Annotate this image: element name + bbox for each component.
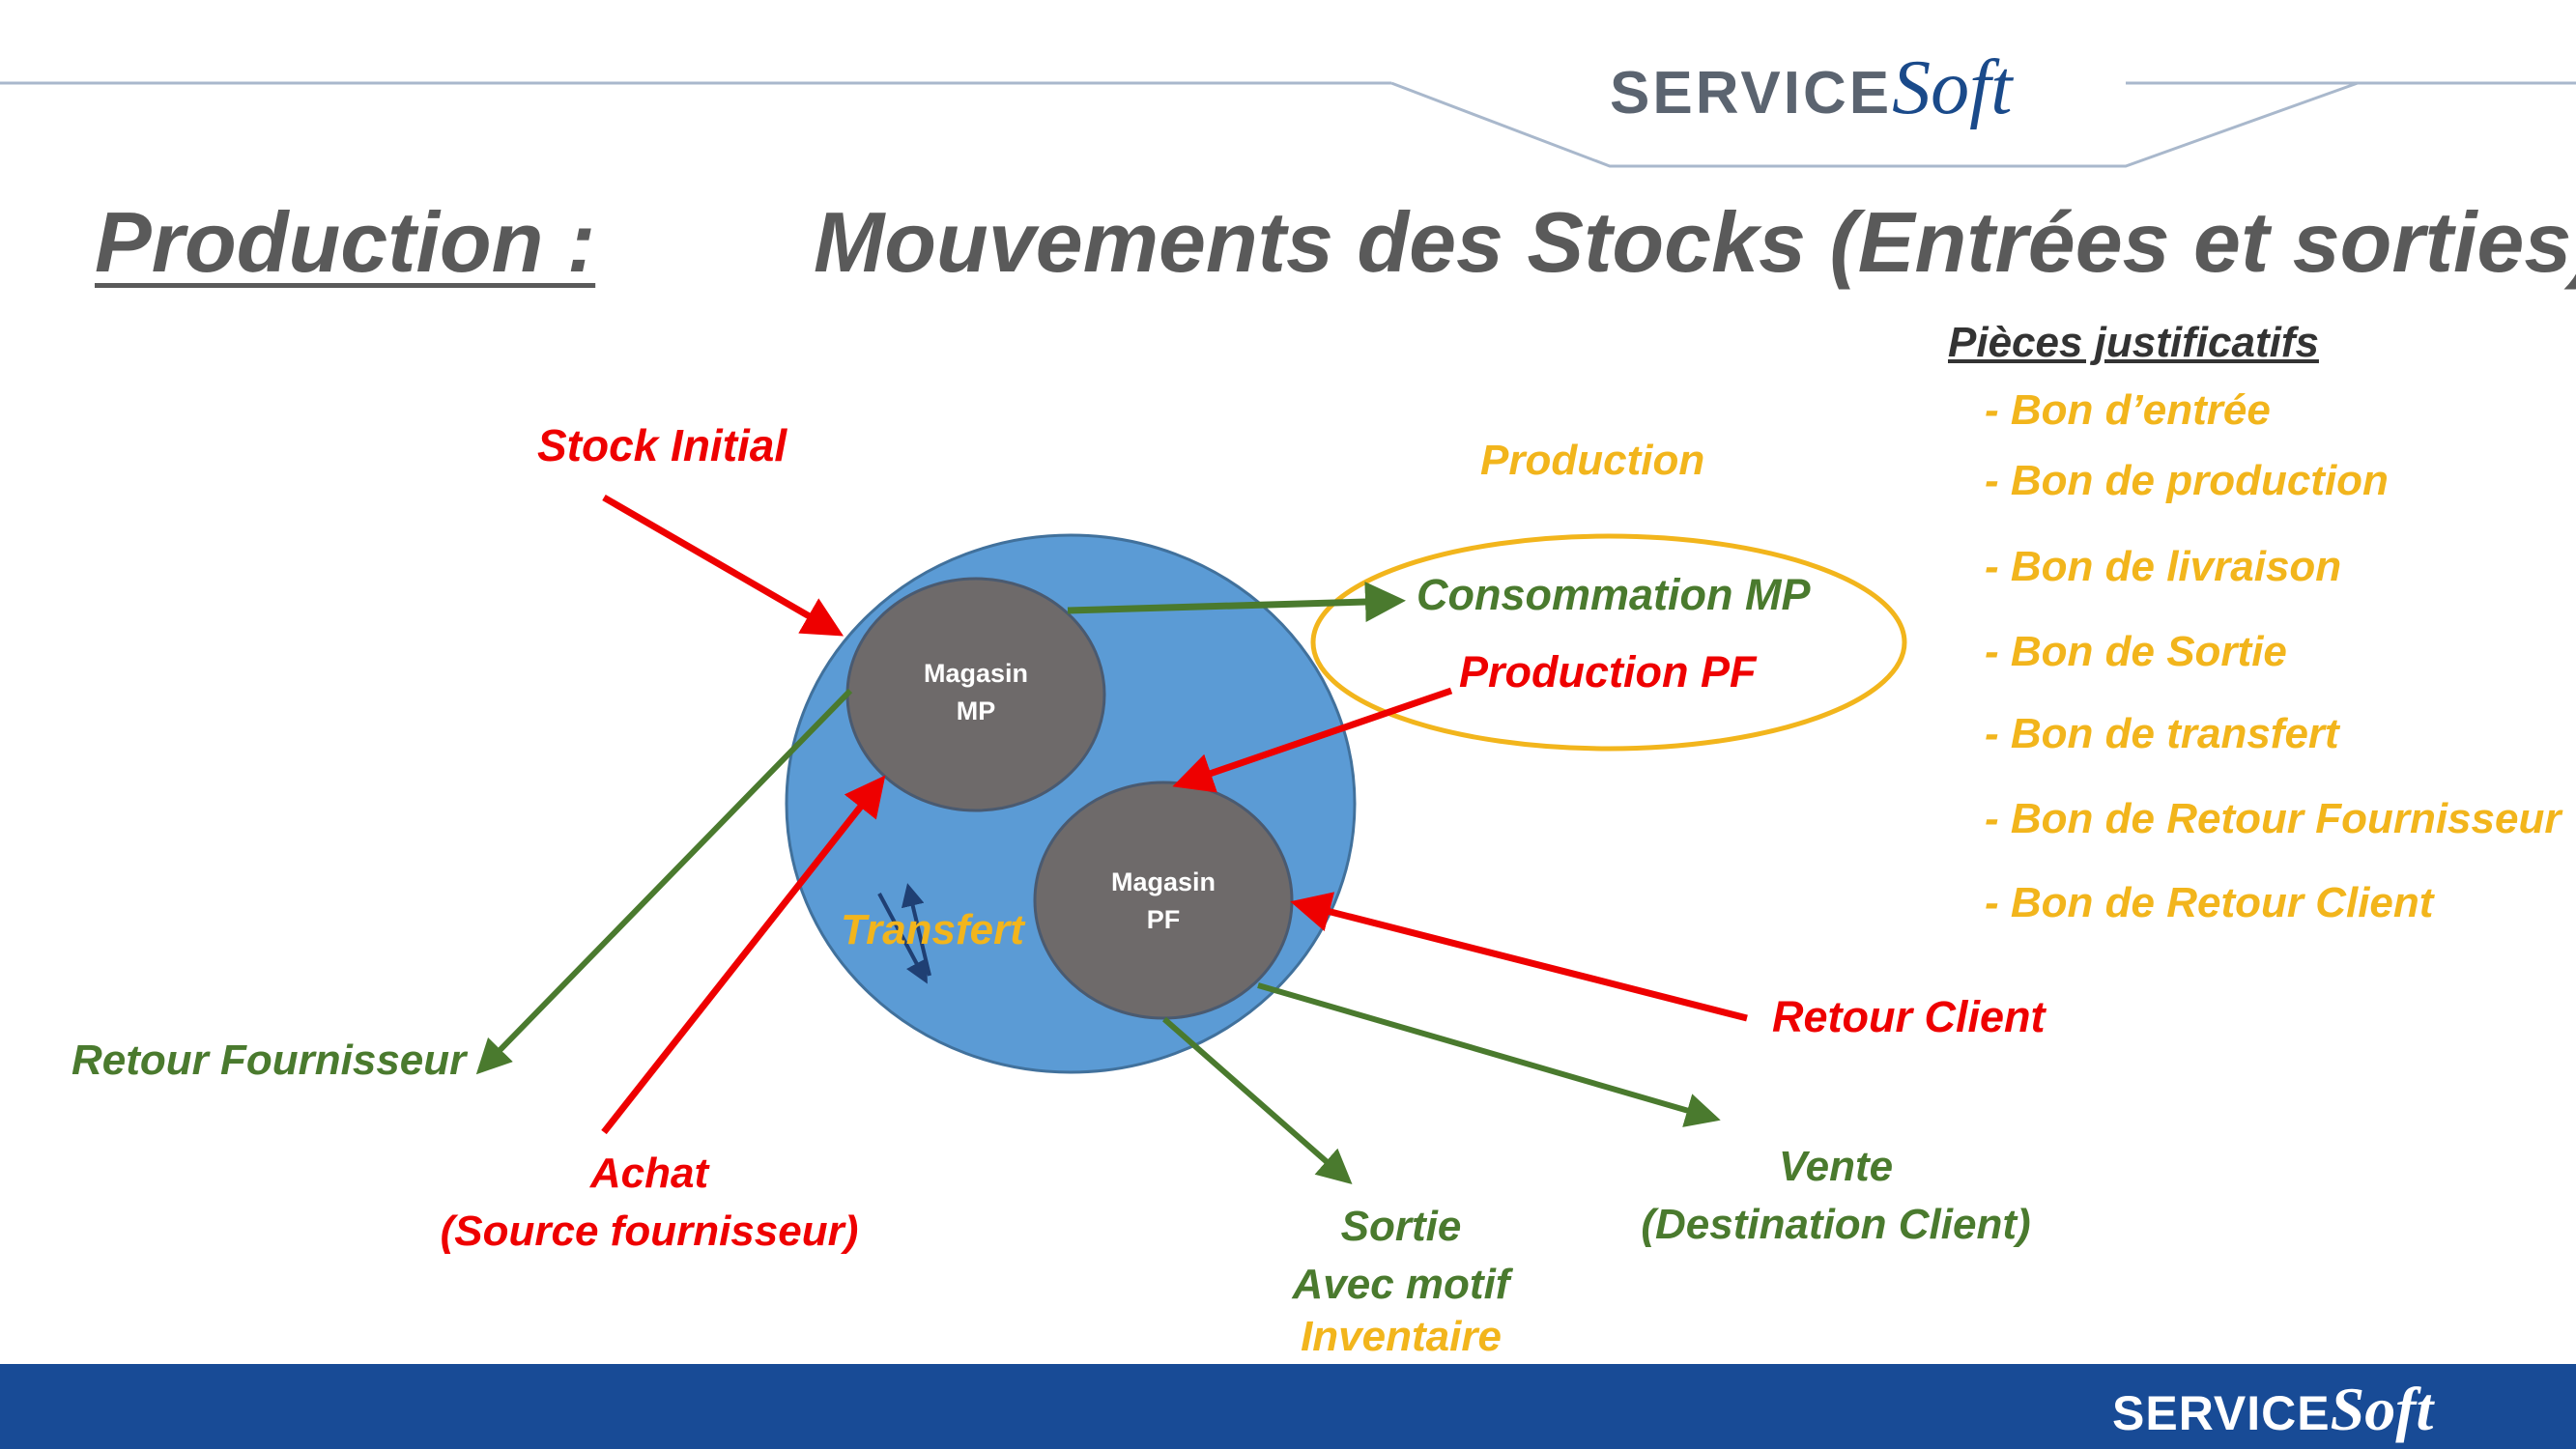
magasin-pf-label: Magasin PF	[1086, 864, 1241, 939]
sortie-title: Sortie	[1340, 1203, 1462, 1250]
retour-client-label: Retour Client	[1772, 992, 2046, 1041]
footer-logo: SERVICESoft	[2112, 1374, 2433, 1445]
logo-service-text: SERVICE	[1610, 60, 1893, 127]
piece-item: - Bon de Retour Client	[1985, 879, 2434, 926]
footer-logo-soft-text: Soft	[2330, 1375, 2434, 1443]
retour-fournisseur-label: Retour Fournisseur	[72, 1037, 467, 1084]
consommation-mp-label: Consommation MP	[1417, 570, 1811, 619]
piece-item: - Bon de transfert	[1985, 710, 2339, 757]
vente-title: Vente	[1778, 1143, 1894, 1190]
transfert-arrows-icon	[877, 883, 931, 984]
logo-soft-text: Soft	[1892, 45, 2013, 130]
arrow-retour-fournisseur	[475, 688, 853, 1075]
vente-destination: (Destination Client)	[1641, 1200, 2031, 1248]
arrow-sortie	[1162, 1016, 1353, 1184]
inventaire-label: Inventaire	[1301, 1312, 1502, 1360]
vente-label: Vente (Destination Client)	[1614, 1138, 2058, 1254]
magasin-pf-line2: PF	[1146, 905, 1181, 935]
page-title-section: Production :	[95, 194, 596, 290]
transfert-label: Transfert	[841, 906, 1024, 953]
pieces-heading: Pièces justificatifs	[1948, 319, 2319, 366]
footer-logo-service-text: SERVICE	[2112, 1386, 2331, 1440]
magasin-mp-line2: MP	[956, 696, 996, 726]
footer-bar	[0, 1364, 2576, 1449]
header-decoration	[0, 81, 2576, 168]
achat-source: (Source fournisseur)	[440, 1207, 859, 1255]
sortie-label: Sortie Avec motif Inventaire	[1246, 1198, 1556, 1360]
piece-item: - Bon de production	[1985, 457, 2389, 504]
piece-item: - Bon de Sortie	[1985, 628, 2287, 675]
production-group-label: Production	[1480, 437, 1705, 484]
stock-initial-label: Stock Initial	[537, 420, 787, 470]
achat-title: Achat	[589, 1150, 709, 1197]
arrow-retour-client	[1290, 892, 1748, 1022]
piece-item: - Bon de livraison	[1985, 543, 2342, 590]
arrow-vente	[1257, 982, 1721, 1127]
achat-label: Achat (Source fournisseur)	[437, 1145, 862, 1261]
servicesoft-logo: SERVICESoft	[1610, 44, 2013, 132]
magasin-mp-label: Magasin MP	[899, 655, 1053, 730]
page-title: Mouvements des Stocks (Entrées et sortie…	[814, 194, 2576, 290]
arrow-consommation-mp	[1067, 582, 1406, 623]
arrow-achat	[601, 775, 886, 1135]
sortie-motif: Avec motif	[1292, 1260, 1510, 1308]
piece-item: - Bon d’entrée	[1985, 386, 2271, 434]
magasin-pf-line1: Magasin	[1110, 867, 1216, 896]
production-pf-label: Production PF	[1459, 647, 1757, 696]
production-group-ellipse	[1310, 533, 1907, 752]
piece-item: - Bon de Retour Fournisseur	[1985, 795, 2562, 842]
arrow-stock-initial	[602, 494, 844, 637]
arrow-production-pf	[1172, 687, 1453, 793]
magasin-mp-line1: Magasin	[923, 659, 1029, 688]
